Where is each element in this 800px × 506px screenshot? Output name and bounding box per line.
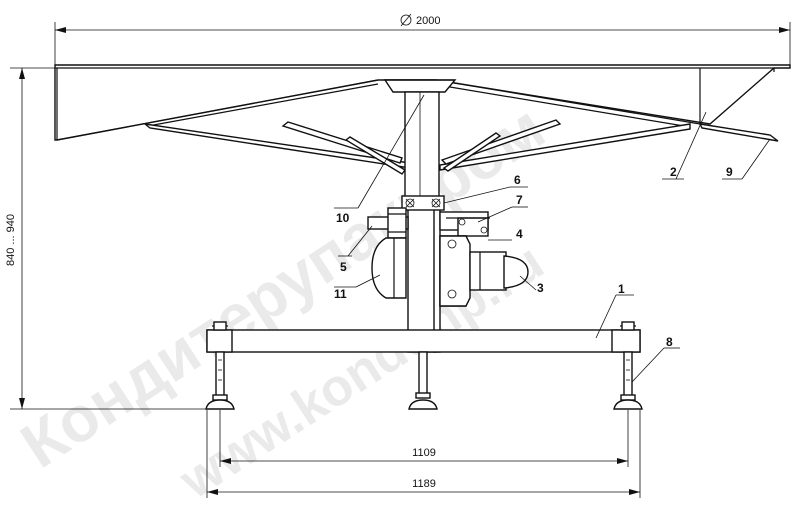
central-column [401, 91, 445, 353]
height-dimension: 840 ... 940 [5, 67, 215, 410]
outer-span-value: 1189 [412, 478, 436, 490]
feet [205, 351, 643, 410]
diameter-dimension: 2000 [54, 13, 791, 65]
hub [383, 79, 457, 93]
callout-11: 11 [334, 287, 347, 301]
callout-1: 1 [618, 282, 625, 296]
callout-9: 9 [726, 165, 733, 179]
callout-8: 8 [666, 335, 673, 349]
support-spokes [142, 119, 691, 175]
inner-span-value: 1109 [412, 447, 436, 459]
callout-4: 4 [516, 227, 523, 241]
table-tray [54, 64, 791, 142]
base-frame [206, 321, 641, 353]
gearbox [439, 211, 529, 307]
lever [367, 207, 409, 239]
callout-3: 3 [537, 281, 544, 295]
callouts: 10 5 11 6 7 4 3 1 8 2 [334, 94, 771, 383]
callout-5: 5 [340, 260, 347, 274]
callout-7: 7 [516, 193, 523, 207]
diameter-value: 2000 [416, 15, 440, 27]
span-dimensions: 1109 1189 [206, 410, 641, 498]
height-value: 840 ... 940 [5, 214, 17, 266]
callout-2: 2 [670, 165, 677, 179]
motor-left [371, 237, 407, 299]
callout-6: 6 [514, 173, 521, 187]
callout-10: 10 [336, 211, 350, 225]
